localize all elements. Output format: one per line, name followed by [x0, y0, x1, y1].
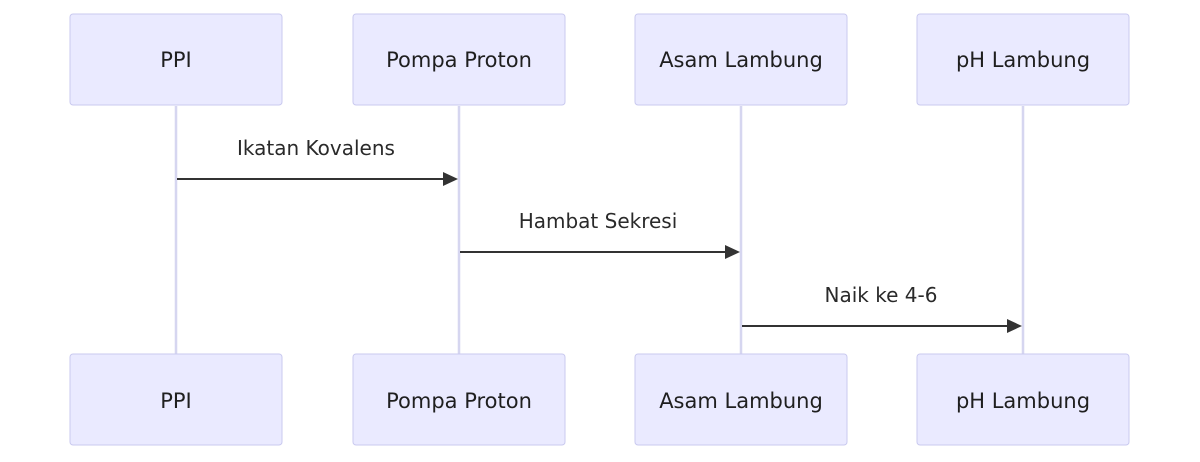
actor-label: Pompa Proton [386, 389, 532, 413]
bottom-actors: PPI Pompa Proton Asam Lambung pH Lambung [69, 353, 1130, 446]
actor-label: PPI [160, 389, 192, 413]
arrow-head-icon [443, 172, 458, 186]
actor-top-pompa-proton: Pompa Proton [352, 13, 566, 106]
top-actors: PPI Pompa Proton Asam Lambung pH Lambung [69, 13, 1130, 106]
actor-bottom-pompa-proton: Pompa Proton [352, 353, 566, 446]
actor-label: PPI [160, 48, 192, 72]
actor-top-asam-lambung: Asam Lambung [634, 13, 848, 106]
arrow-head-icon [725, 245, 740, 259]
message-naik-ke-4-6: Naik ke 4-6 [742, 283, 1022, 333]
actor-bottom-ppi: PPI [69, 353, 283, 446]
arrow-head-icon [1007, 319, 1022, 333]
actor-bottom-asam-lambung: Asam Lambung [634, 353, 848, 446]
actor-label: Pompa Proton [386, 48, 532, 72]
message-label: Naik ke 4-6 [825, 283, 938, 307]
actor-label: pH Lambung [956, 48, 1090, 72]
actor-top-ppi: PPI [69, 13, 283, 106]
messages: Ikatan Kovalens Hambat Sekresi Naik ke 4… [177, 136, 1022, 333]
actor-top-ph-lambung: pH Lambung [916, 13, 1130, 106]
actor-label: Asam Lambung [659, 389, 823, 413]
actor-label: pH Lambung [956, 389, 1090, 413]
lifelines [174, 106, 1025, 354]
message-label: Hambat Sekresi [519, 209, 678, 233]
actor-label: Asam Lambung [659, 48, 823, 72]
message-hambat-sekresi: Hambat Sekresi [460, 209, 740, 259]
message-label: Ikatan Kovalens [237, 136, 395, 160]
message-ikatan-kovalens: Ikatan Kovalens [177, 136, 458, 186]
actor-bottom-ph-lambung: pH Lambung [916, 353, 1130, 446]
